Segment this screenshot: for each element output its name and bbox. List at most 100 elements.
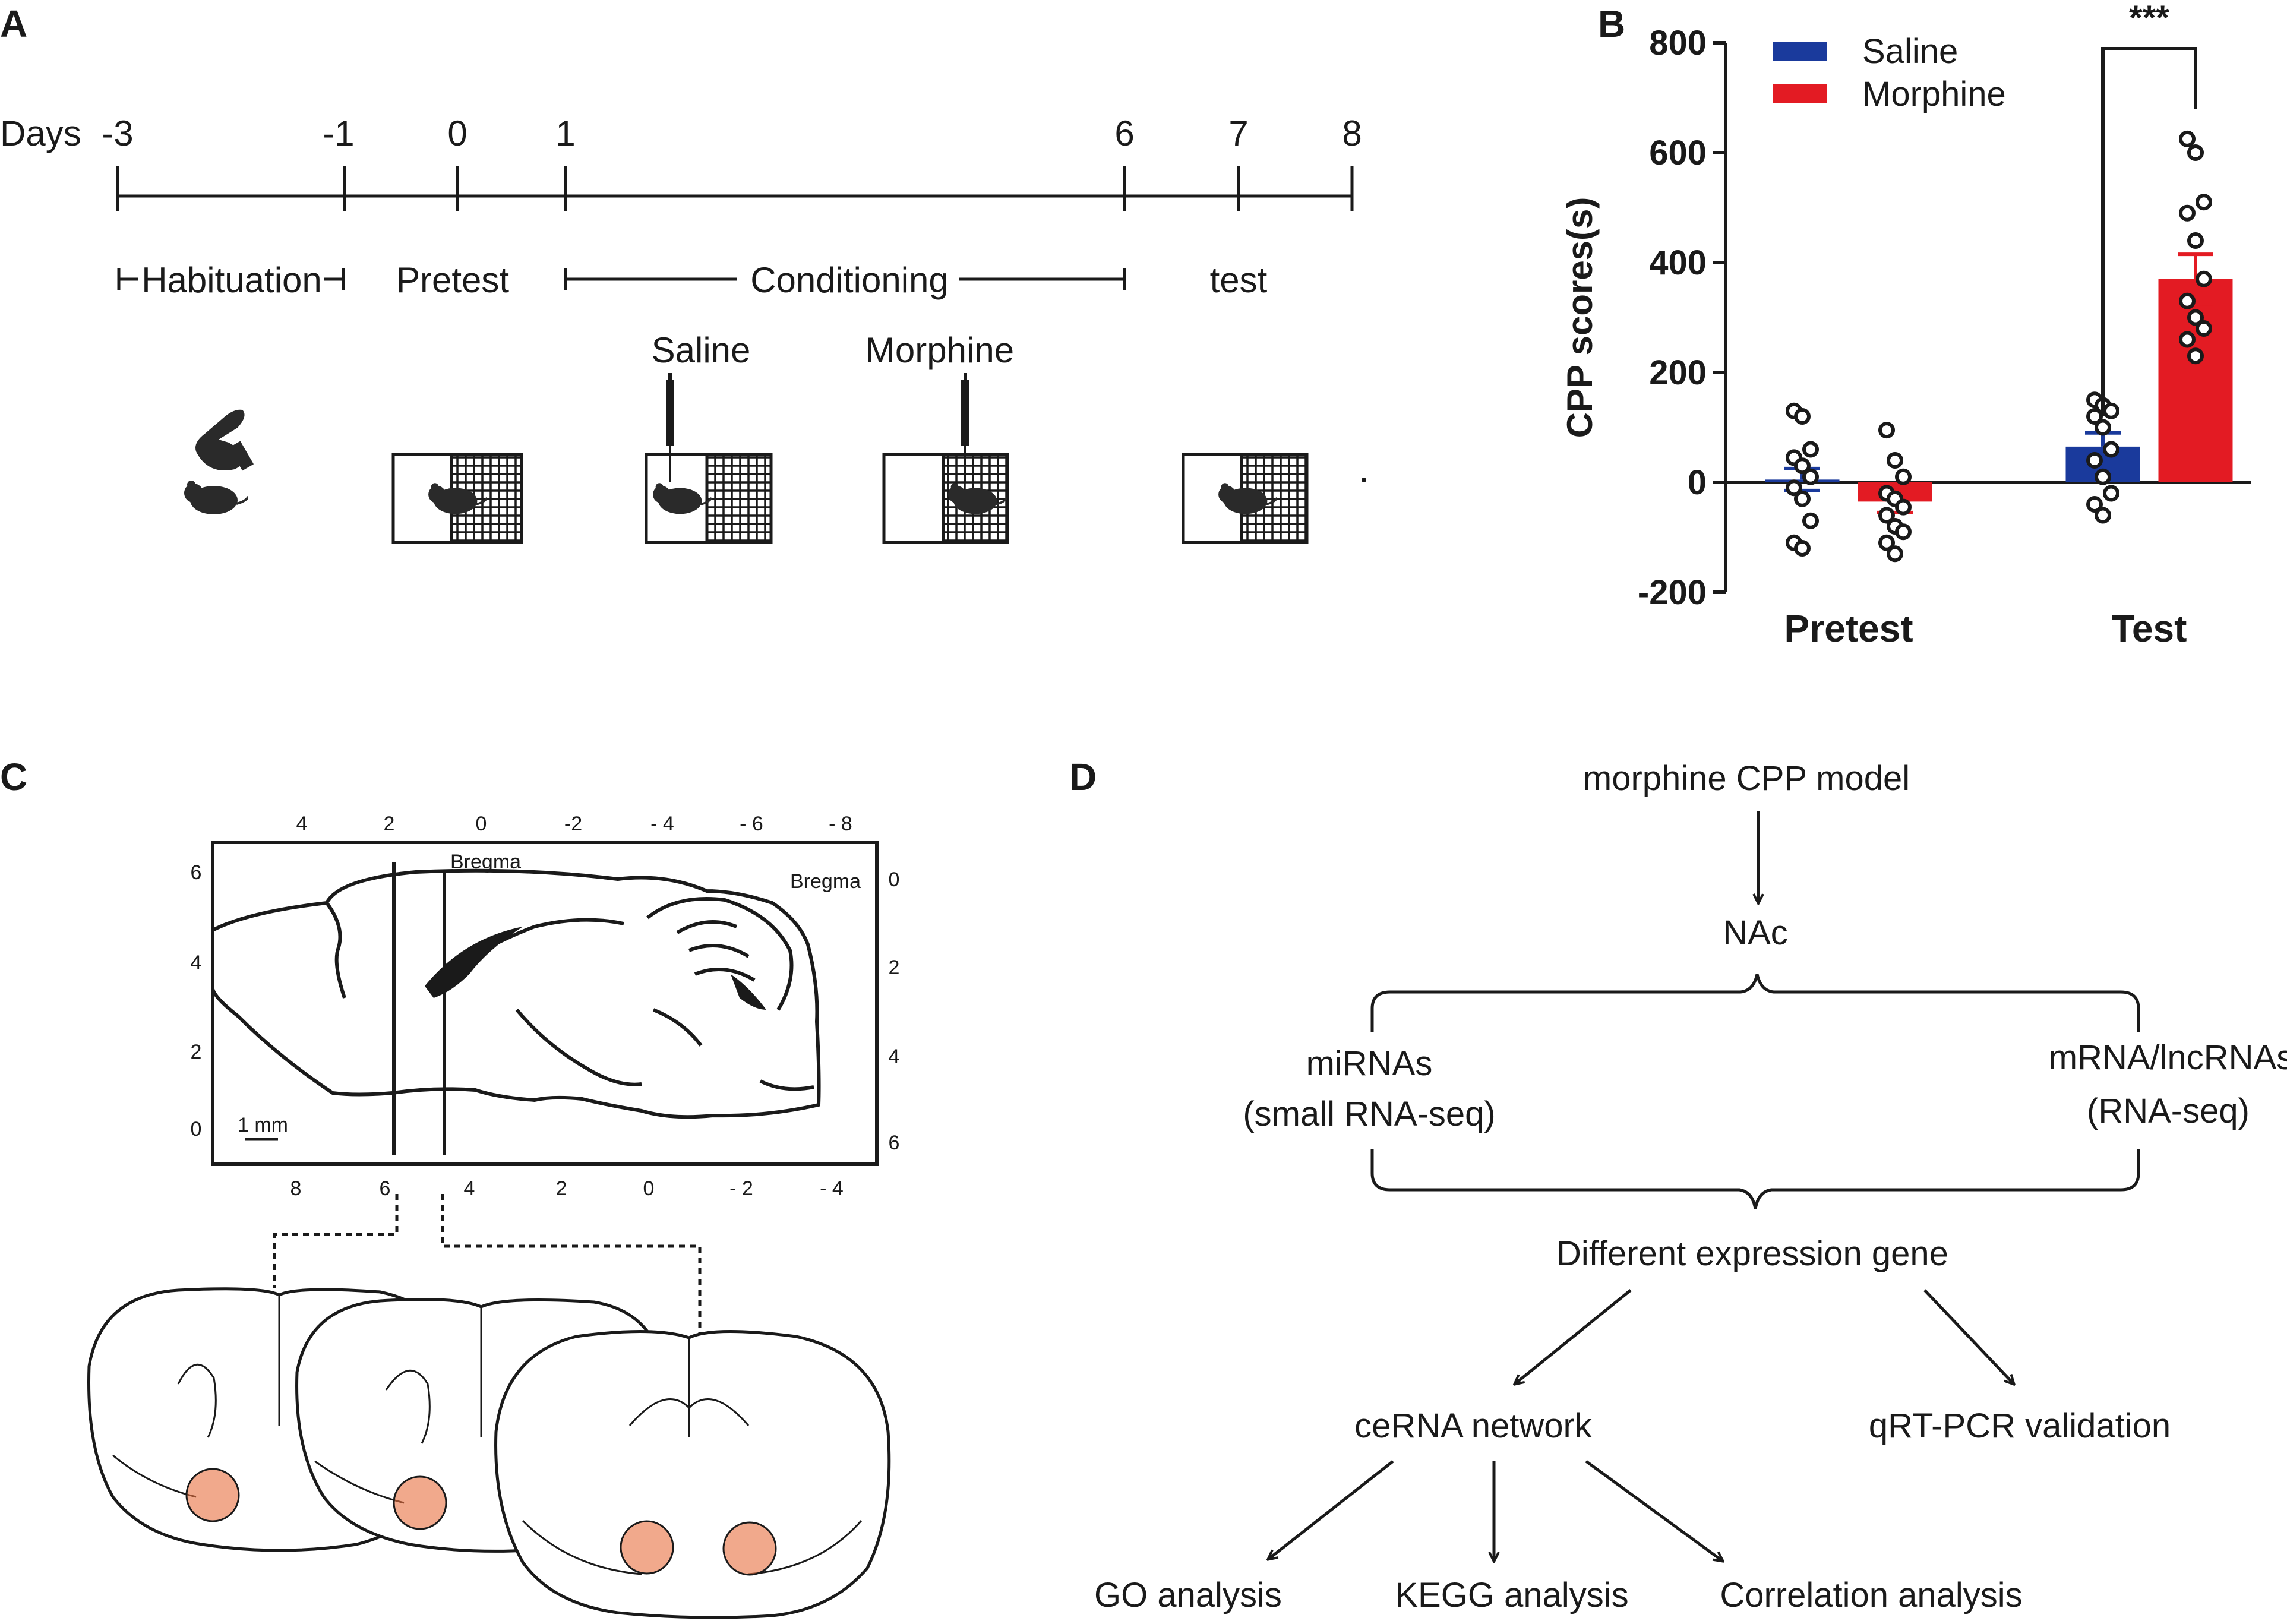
node-rna-seq: (RNA-seq) [2087, 1092, 2250, 1130]
data-point [1895, 498, 1912, 516]
data-point [2179, 331, 2196, 348]
day-label: -1 [323, 113, 354, 153]
legend-swatch-morphine [1773, 84, 1827, 103]
day-label: 6 [1114, 113, 1134, 153]
atlas-tick: 2 [889, 956, 900, 979]
y-tick-label: 800 [1649, 24, 1707, 62]
brace-top [1370, 974, 2140, 1032]
y-tick-label: 600 [1649, 134, 1707, 172]
node-cpp-model: morphine CPP model [1583, 759, 1910, 798]
atlas-right-ticks: 0 2 4 6 [889, 868, 900, 1154]
x-category-label: Test [2112, 607, 2187, 650]
node-deg: Different expression gene [1556, 1234, 1948, 1273]
data-point [1802, 441, 1819, 458]
atlas-tick: 2 [556, 1177, 567, 1200]
panel-d-letter: D [1069, 756, 1097, 798]
atlas-tick: 2 [191, 1041, 202, 1063]
day-label: 0 [447, 113, 467, 153]
nac-site [393, 1475, 447, 1530]
phase-conditioning: Conditioning [750, 260, 949, 300]
node-go: GO analysis [1094, 1576, 1282, 1614]
atlas-tick: 4 [889, 1045, 900, 1068]
atlas-tick: 6 [889, 1132, 900, 1154]
atlas-bottom-ticks: 8 6 4 2 0 - 2 - 4 [290, 1177, 844, 1200]
data-point [1794, 457, 1811, 475]
atlas-tick: - 6 [740, 813, 763, 835]
data-point [2179, 204, 2196, 222]
node-mirnas: miRNAs [1306, 1044, 1433, 1083]
y-tick-label: 400 [1649, 244, 1707, 282]
significance-bracket [2101, 47, 2197, 416]
timeline-ticks [116, 166, 1354, 211]
atlas-top-ticks: 4 2 0 -2 - 4 - 6 - 8 [296, 813, 852, 835]
data-point [2196, 270, 2212, 287]
days-label: Days [0, 113, 81, 153]
bregma-label: Bregma [790, 870, 861, 893]
syringe-icon [961, 380, 969, 446]
legend-label: Saline [1862, 32, 1958, 71]
sagittal-brain-outline [211, 868, 821, 1119]
data-point [1887, 545, 1903, 563]
nac-site [620, 1520, 674, 1575]
node-qpcr: qRT-PCR validation [1869, 1407, 2171, 1445]
data-point [1802, 468, 1819, 485]
atlas-left-ticks: 6 4 2 0 [191, 861, 202, 1140]
timeline-tick-labels: -3 -1 0 1 6 7 8 [102, 113, 1362, 153]
day-label: 8 [1342, 113, 1362, 153]
atlas-tick: 2 [384, 813, 395, 835]
phase-test: test [1210, 260, 1268, 300]
sagittal-ventricle [425, 927, 523, 998]
panel-c-letter: C [0, 756, 27, 798]
atlas-tick: 6 [191, 861, 202, 884]
coronal-sections [87, 1287, 891, 1619]
arrow [1923, 1289, 2014, 1384]
y-tick-label: 200 [1649, 353, 1707, 392]
data-point [2187, 232, 2204, 249]
panel-a: A Days -3 -1 0 1 6 7 8 H [0, 2, 1366, 544]
coronal-details [112, 1295, 863, 1575]
data-point [2103, 485, 2119, 502]
atlas-tick: 4 [296, 813, 308, 835]
significance-label: *** [2129, 0, 2169, 37]
phase-brackets [117, 268, 1126, 290]
data-point [1895, 523, 1912, 541]
injection-saline-label: Saline [652, 330, 751, 370]
data-point [2187, 347, 2204, 365]
y-tick-label: -200 [1638, 573, 1707, 612]
day-label: -3 [102, 113, 133, 153]
atlas-tick: 4 [464, 1177, 475, 1200]
data-point [1878, 422, 1895, 439]
atlas-tick: 6 [380, 1177, 391, 1200]
data-point [1878, 534, 1895, 551]
atlas-tick: - 4 [650, 813, 674, 835]
cpp-chamber-saline [645, 373, 773, 544]
data-point [2095, 419, 2111, 436]
hand-icon [195, 409, 254, 471]
atlas-tick: 0 [476, 813, 487, 835]
atlas-frame [211, 841, 879, 1166]
flowchart-arrows [1268, 811, 2014, 1561]
data-point [1895, 468, 1912, 485]
atlas-tick: 0 [191, 1118, 202, 1140]
atlas-tick: - 4 [820, 1177, 844, 1200]
data-point [2196, 194, 2212, 211]
data-point [1786, 479, 1802, 497]
mouse-icon [183, 479, 248, 516]
data-point [1794, 490, 1811, 507]
panel-b-letter: B [1598, 2, 1625, 45]
data-point [1794, 540, 1811, 557]
cpp-chamber-morphine [882, 373, 1009, 544]
data-point [2179, 130, 2196, 147]
flowchart-nodes: morphine CPP model NAc miRNAs (small RNA… [1094, 759, 2287, 1614]
data-point [2187, 309, 2204, 326]
y-axis-label: CPP scores(s) [1560, 197, 1600, 438]
section-connectors [273, 1194, 702, 1335]
data-point [2179, 292, 2196, 309]
data-point [2187, 144, 2204, 161]
data-point [2086, 452, 2103, 469]
legend-label: Morphine [1862, 75, 2006, 113]
data-point [1887, 452, 1903, 469]
